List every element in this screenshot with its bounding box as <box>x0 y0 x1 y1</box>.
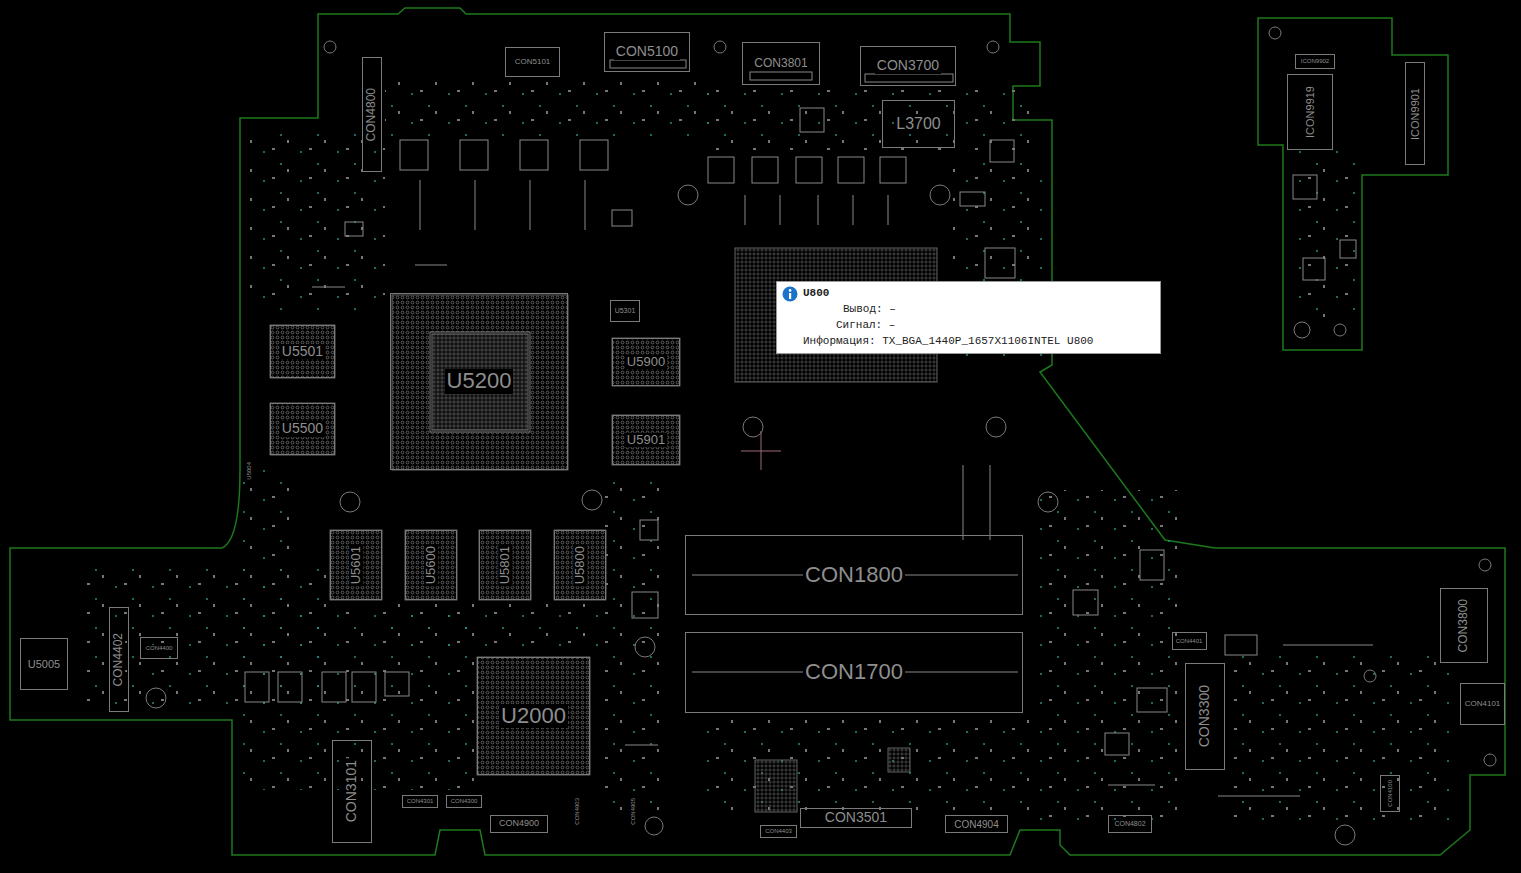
part-label: CON4905 <box>630 798 636 825</box>
part-designator: CON4800 <box>365 86 378 143</box>
part-designator: U2000 <box>499 704 568 728</box>
component-outline: CON4400 <box>140 637 178 659</box>
component-outline: CON3300 <box>1185 663 1225 770</box>
part-label: CON4903 <box>574 798 580 825</box>
cursor-crosshair <box>741 431 781 470</box>
part-designator: U5301 <box>613 307 638 315</box>
tooltip-field: Информация: TX_BGA_1440P_1657X1106INTEL … <box>777 333 1154 349</box>
via-field <box>80 80 1450 820</box>
part-designator: CON3800 <box>1457 597 1470 654</box>
part-designator: CON4300 <box>449 798 480 805</box>
component-outline: CON4100 <box>1380 775 1400 812</box>
component-outline: CON5100 <box>604 32 690 72</box>
part-designator: ICON9919 <box>1304 84 1316 140</box>
component-outline: U5900 <box>612 338 680 386</box>
part-designator: U5601 <box>349 544 363 586</box>
component-outline: CON3101 <box>332 740 372 843</box>
part-designator: CON4403 <box>763 828 794 835</box>
component-outline: U5005 <box>20 638 68 690</box>
component-outline: CON5101 <box>505 47 560 77</box>
part-designator: U5901 <box>625 433 667 447</box>
small-parts <box>245 108 1373 796</box>
part-designator: CON4400 <box>144 645 175 652</box>
component-outline: U5601 <box>330 530 382 600</box>
component-outline: ICON9901 <box>1405 62 1425 165</box>
component-outline: U5301 <box>610 300 640 322</box>
part-designator: U5801 <box>498 544 512 586</box>
component-outline: U5200 <box>390 293 568 470</box>
component-outline: U5501 <box>270 325 335 378</box>
component-outline: CON4800 <box>362 57 382 172</box>
part-designator: CON4402 <box>112 631 125 688</box>
component-outline: CON4904 <box>945 815 1008 833</box>
component-outline: CON4300 <box>446 795 482 808</box>
component-outline: CON4101 <box>1460 683 1505 725</box>
part-designator: ICON9902 <box>1299 58 1331 65</box>
part-designator: U5200 <box>445 369 514 393</box>
component-outline: U5801 <box>479 530 531 600</box>
part-designator: CON4802 <box>1112 820 1147 828</box>
component-outline: CON4403 <box>760 825 797 838</box>
component-outline: CON4402 <box>109 607 129 712</box>
mount-holes <box>146 27 1496 845</box>
component-outline: U5800 <box>554 530 606 600</box>
part-designator: CON1700 <box>803 660 905 684</box>
component-outline: U5600 <box>405 530 457 600</box>
part-designator: U5500 <box>280 421 325 436</box>
part-designator: CON4900 <box>497 819 541 829</box>
part-designator: CON4101 <box>1463 700 1503 709</box>
component-outline: CON4900 <box>490 815 548 833</box>
part-designator: CON4301 <box>405 798 436 805</box>
part-designator: CON1800 <box>803 563 905 587</box>
component-outline: U2000 <box>477 657 590 775</box>
component-outline: CON3801 <box>742 42 820 85</box>
part-designator: CON4100 <box>1387 778 1394 809</box>
board-outline <box>10 8 1505 855</box>
component-outline: CON1700 <box>685 632 1023 713</box>
component-outline: CON3501 <box>800 808 912 828</box>
part-designator: CON4904 <box>952 819 1000 830</box>
component-outline: U5500 <box>270 403 335 455</box>
component-outline: CON4301 <box>402 795 438 808</box>
part-designator: CON4401 <box>1174 638 1205 645</box>
part-designator: ICON9901 <box>1409 86 1421 142</box>
part-designator: CON3700 <box>875 58 941 73</box>
component-outline: CON4802 <box>1108 815 1152 833</box>
part-designator: CON5101 <box>513 58 553 67</box>
component-outline: ICON9902 <box>1295 54 1335 69</box>
info-tooltip: U800Вывод: –Сигнал: –Информация: TX_BGA_… <box>776 281 1161 354</box>
component-outline: CON4401 <box>1172 632 1207 650</box>
part-designator: CON3300 <box>1197 683 1212 749</box>
part-label: U5004 <box>246 462 252 480</box>
part-designator: U5501 <box>280 344 325 359</box>
part-designator: U5800 <box>573 544 587 586</box>
part-designator: L3700 <box>894 115 943 133</box>
part-designator: U5600 <box>424 544 438 586</box>
component-outline: ICON9919 <box>1287 74 1333 150</box>
part-designator: CON3801 <box>752 57 809 70</box>
component-outline: L3700 <box>882 100 955 148</box>
part-designator: U5005 <box>26 658 62 670</box>
part-designator: CON3501 <box>823 810 889 825</box>
component-outline: CON3800 <box>1440 588 1488 663</box>
tooltip-field: Сигнал: – <box>777 317 1154 333</box>
part-designator: CON5100 <box>614 44 680 59</box>
info-icon <box>782 286 798 302</box>
part-designator: CON3101 <box>344 758 359 824</box>
tooltip-field: Вывод: – <box>777 301 1154 317</box>
tooltip-title: U800 <box>777 285 1154 301</box>
component-outline: CON1800 <box>685 535 1023 615</box>
part-designator: U5900 <box>625 355 667 369</box>
connector-pins <box>610 60 1018 672</box>
component-outline: U5901 <box>612 415 680 465</box>
component-outline: CON3700 <box>860 46 956 86</box>
